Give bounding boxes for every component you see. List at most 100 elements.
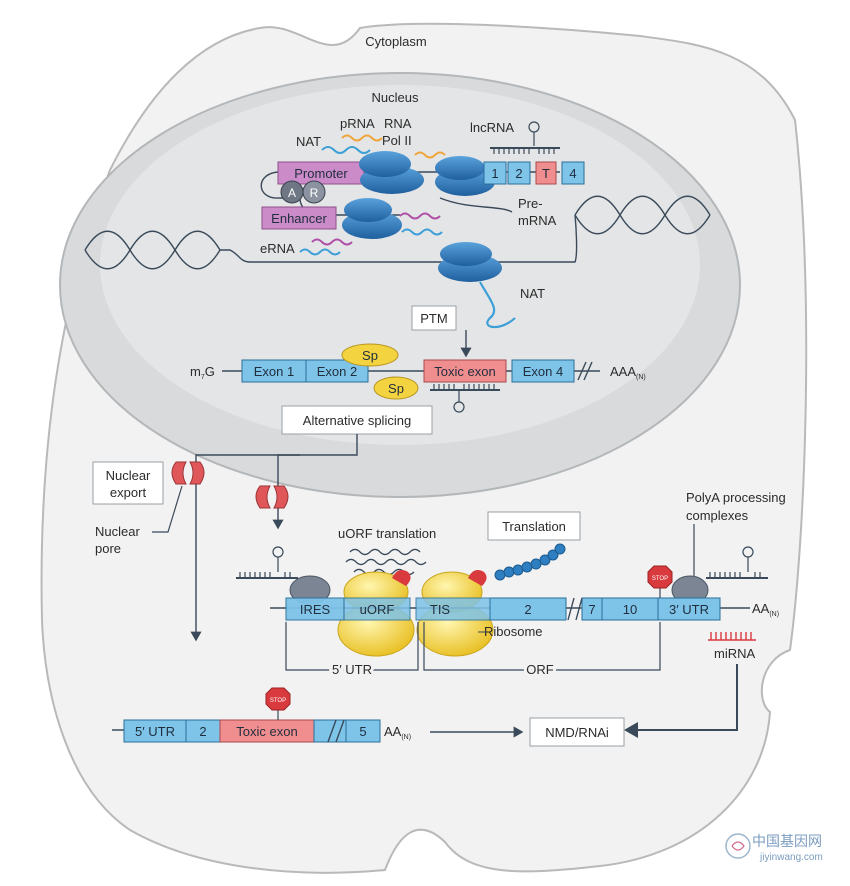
sp-top-label: Sp <box>362 348 378 363</box>
mirna-nmd-arrow <box>624 664 738 738</box>
segment-7-label: 7 <box>588 602 595 617</box>
segment-10-label: 10 <box>623 602 637 617</box>
nat-pol-complex <box>438 242 502 282</box>
ptm-label: PTM <box>420 311 447 326</box>
nucleus-label: Nucleus <box>372 90 419 105</box>
mirna-label: miRNA <box>714 646 755 661</box>
gene-exon-1-label: 1 <box>491 166 498 181</box>
enhancer-rna-right <box>399 212 441 220</box>
watermark-cn: 中国基因网 <box>752 833 822 850</box>
orf-label: ORF <box>526 662 554 677</box>
uorf-segment <box>343 597 411 621</box>
mirna-comb <box>708 632 756 641</box>
gene-exon-2-label: 2 <box>515 166 522 181</box>
utr3-label: 3′ UTR <box>669 602 709 617</box>
nuclear-pore-label-2: pore <box>95 541 121 556</box>
stop-label-decay: STOP <box>270 698 286 704</box>
toxic-exon-box <box>423 359 507 383</box>
decay-exon2-label: 2 <box>199 724 206 739</box>
rna-pol-ii-gene-complex <box>435 156 495 196</box>
enhancer-label: Enhancer <box>271 211 327 226</box>
stop-sign-translation: STOP <box>647 565 673 598</box>
watermark-logo <box>725 833 751 859</box>
polya-complex-label-2: complexes <box>686 508 749 523</box>
nuclear-pore-right <box>255 485 289 509</box>
rna-pol-label-2: Pol II <box>382 133 412 148</box>
gene-toxic-exon <box>535 161 557 185</box>
gene-toxic-exon-label: T <box>542 166 550 181</box>
enhancer-pol-complex <box>342 198 402 239</box>
cap-label: m7G <box>190 364 215 381</box>
break-mark <box>577 361 593 381</box>
mrna-hairpin-left <box>236 546 298 579</box>
mrna-polya-label: AA(N) <box>752 601 779 618</box>
polya-tail-label: AAA(N) <box>610 364 646 381</box>
repressor-label: R <box>310 186 319 200</box>
nuclear-export-label-1: Nuclear <box>106 468 151 483</box>
sp-bottom-label: Sp <box>388 381 404 396</box>
stop-sign-decay: STOP <box>265 687 291 720</box>
polypeptide-chain <box>494 543 566 581</box>
nuclear-export-box <box>92 461 164 505</box>
decay-utr5-label: 5′ UTR <box>135 724 175 739</box>
tis-label: TIS <box>430 602 451 617</box>
uorf-translation-label: uORF translation <box>338 526 436 541</box>
nat-bottom-label: NAT <box>520 286 545 301</box>
toxic-exon-label: Toxic exon <box>434 364 495 379</box>
lncrna-hairpin <box>490 121 560 154</box>
ribosome-label: Ribosome <box>484 624 543 639</box>
trna-tis <box>468 570 487 586</box>
lncrna-label: lncRNA <box>470 120 514 135</box>
tis-segment <box>415 597 491 621</box>
sp-protein-bottom <box>373 376 419 400</box>
orf-bracket <box>423 622 661 671</box>
ptm-box <box>411 305 457 331</box>
rna-pol-label: RNA <box>384 116 412 131</box>
activator-label: A <box>288 186 296 200</box>
dna-helix-left <box>84 230 221 270</box>
dna-helix-right <box>574 195 711 235</box>
exon1-label: Exon 1 <box>254 364 294 379</box>
prna-label: pRNA <box>340 116 375 131</box>
ires-label: IRES <box>300 602 331 617</box>
erna-label: eRNA <box>260 241 295 256</box>
sp-protein-top <box>341 343 399 367</box>
gene-exon-1 <box>483 161 507 185</box>
prna-squiggle <box>341 134 383 142</box>
rna-pol-ii-complex <box>359 151 424 194</box>
nuclear-pore-label-1: Nuclear <box>95 524 140 539</box>
nmd-box <box>529 717 625 747</box>
uorf-label: uORF <box>360 602 395 617</box>
gene-exon-2 <box>507 161 531 185</box>
nuclear-pore-left <box>171 461 205 485</box>
watermark-url: jiyinwang.com <box>759 852 823 863</box>
exon4-label: Exon 4 <box>523 364 563 379</box>
dna-strand <box>220 214 578 263</box>
antisense-hairpin <box>430 384 500 413</box>
decay-exon5-label: 5 <box>359 724 366 739</box>
promoter-label: Promoter <box>294 166 348 181</box>
mrna-break-mark <box>567 597 583 621</box>
gene-exon-4-label: 4 <box>569 166 576 181</box>
decay-toxic-label: Toxic exon <box>236 724 297 739</box>
pre-mrna-label-2: mRNA <box>518 213 557 228</box>
nat-rna-top <box>321 146 371 154</box>
erna-squiggle-purple <box>311 238 353 246</box>
pre-mrna-strand <box>439 197 513 213</box>
alternative-splicing-label: Alternative splicing <box>303 413 411 428</box>
translation-box <box>487 511 581 541</box>
segment-2-label: 2 <box>524 602 531 617</box>
exon-2-segment <box>489 597 567 621</box>
cytoplasm-label: Cytoplasm <box>365 34 426 49</box>
exon2-label: Exon 2 <box>317 364 357 379</box>
pol-transcript-orange <box>414 151 446 159</box>
translation-label: Translation <box>502 519 566 534</box>
nat-label: NAT <box>296 134 321 149</box>
pre-mrna-label-1: Pre- <box>518 196 543 211</box>
exon4-box <box>511 359 575 383</box>
utr5-label: 5′ UTR <box>332 662 372 677</box>
mrna-hairpin-right <box>706 546 768 579</box>
polya-complex-label-1: PolyA processing <box>686 490 786 505</box>
repressor-protein <box>302 180 326 204</box>
